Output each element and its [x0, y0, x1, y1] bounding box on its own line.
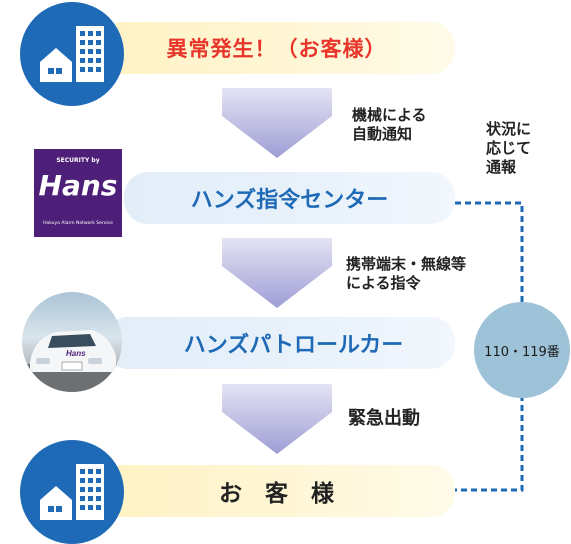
logo-top-text: SECURITY by — [56, 157, 100, 164]
customer-box: お 客 様 — [98, 465, 455, 517]
logo-brand: Hans — [38, 169, 118, 202]
logo-bottom-text: Hokuyo Alarm Network Service — [43, 221, 113, 226]
car-brand-text: Hans — [66, 349, 86, 358]
building-icon — [40, 26, 104, 82]
customer-title: お 客 様 — [219, 481, 334, 507]
arrow-down-2 — [222, 238, 332, 308]
customer-building-icon — [20, 2, 124, 106]
patrol-car-photo: Hans — [22, 292, 122, 392]
emergency-label: 緊急出動 — [348, 408, 420, 429]
patrol-box: ハンズパトロールカー — [104, 317, 455, 369]
patrol-title: ハンズパトロールカー — [183, 333, 404, 358]
occurrence-box: 異常発生！（お客様） — [98, 22, 455, 74]
center-box: ハンズ指令センター — [124, 172, 455, 224]
auto-notify-label: 機械による 自動通知 — [352, 106, 427, 143]
side-note: 状況に 応じて 通報 — [486, 120, 532, 176]
dispatch-label: 携帯端末・無線等 による指令 — [346, 255, 467, 292]
report-badge: 110・119番 — [474, 302, 570, 398]
occurrence-title: 異常発生！（お客様） — [166, 37, 387, 61]
building-icon — [40, 464, 104, 520]
car-icon: Hans — [22, 330, 122, 392]
arrow-down-3 — [222, 384, 332, 454]
report-badge-text: 110・119番 — [484, 344, 560, 360]
customer-building-icon-bottom — [20, 440, 124, 544]
hans-logo: SECURITY by Hans Hokuyo Alarm Network Se… — [34, 149, 122, 237]
center-title: ハンズ指令センター — [190, 188, 389, 213]
arrow-down-1 — [222, 88, 332, 158]
